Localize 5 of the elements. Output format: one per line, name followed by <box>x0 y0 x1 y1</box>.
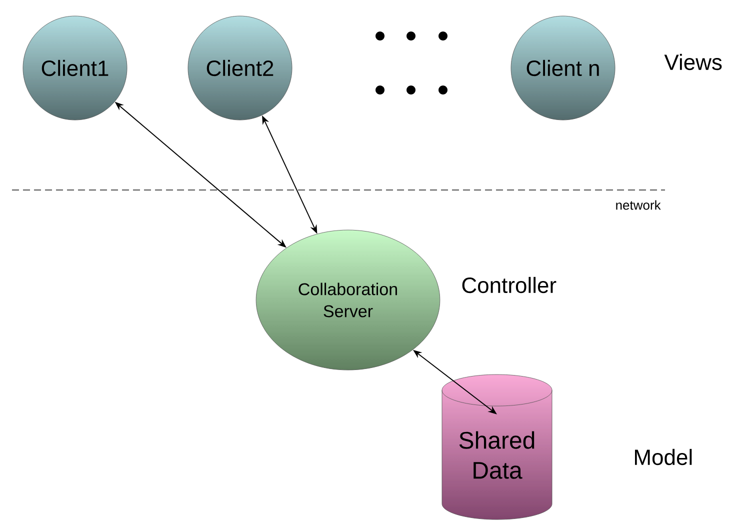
layer-label: Views <box>664 54 722 70</box>
layer-label: Controller <box>462 276 556 294</box>
database-cylinder: Shared Data <box>442 374 552 520</box>
layer-label: Model <box>635 448 692 466</box>
network-label: network <box>616 200 661 210</box>
